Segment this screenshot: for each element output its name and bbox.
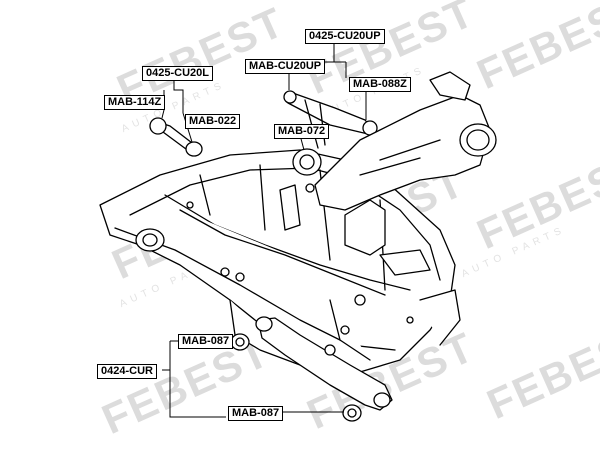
label-mab-072: MAB-072	[274, 124, 330, 139]
label-0425-cu20up: 0425-CU20UP	[305, 29, 385, 44]
label-mab-088z: MAB-088Z	[349, 77, 411, 92]
label-0424-cur: 0424-CUR	[97, 364, 157, 379]
upper-control-arm	[283, 90, 378, 149]
subframe-mount-bushing	[135, 228, 165, 252]
label-mab-cu20up: MAB-CU20UP	[245, 59, 326, 74]
center-bracket	[279, 184, 431, 276]
label-mab-022: MAB-022	[185, 114, 241, 129]
lateral-link	[149, 117, 203, 157]
bushing-mab-087-bottom	[342, 404, 362, 422]
label-mab-087-top: MAB-087	[178, 334, 234, 349]
bushing-mab-087-top	[230, 333, 250, 351]
lower-control-arm	[255, 316, 393, 411]
label-0425-cu20l: 0425-CU20L	[142, 66, 213, 81]
knuckle-bushing	[292, 148, 322, 176]
rear-knuckle	[314, 71, 497, 211]
label-mab-114z: MAB-114Z	[104, 95, 166, 110]
label-mab-087-bottom: MAB-087	[228, 406, 284, 421]
